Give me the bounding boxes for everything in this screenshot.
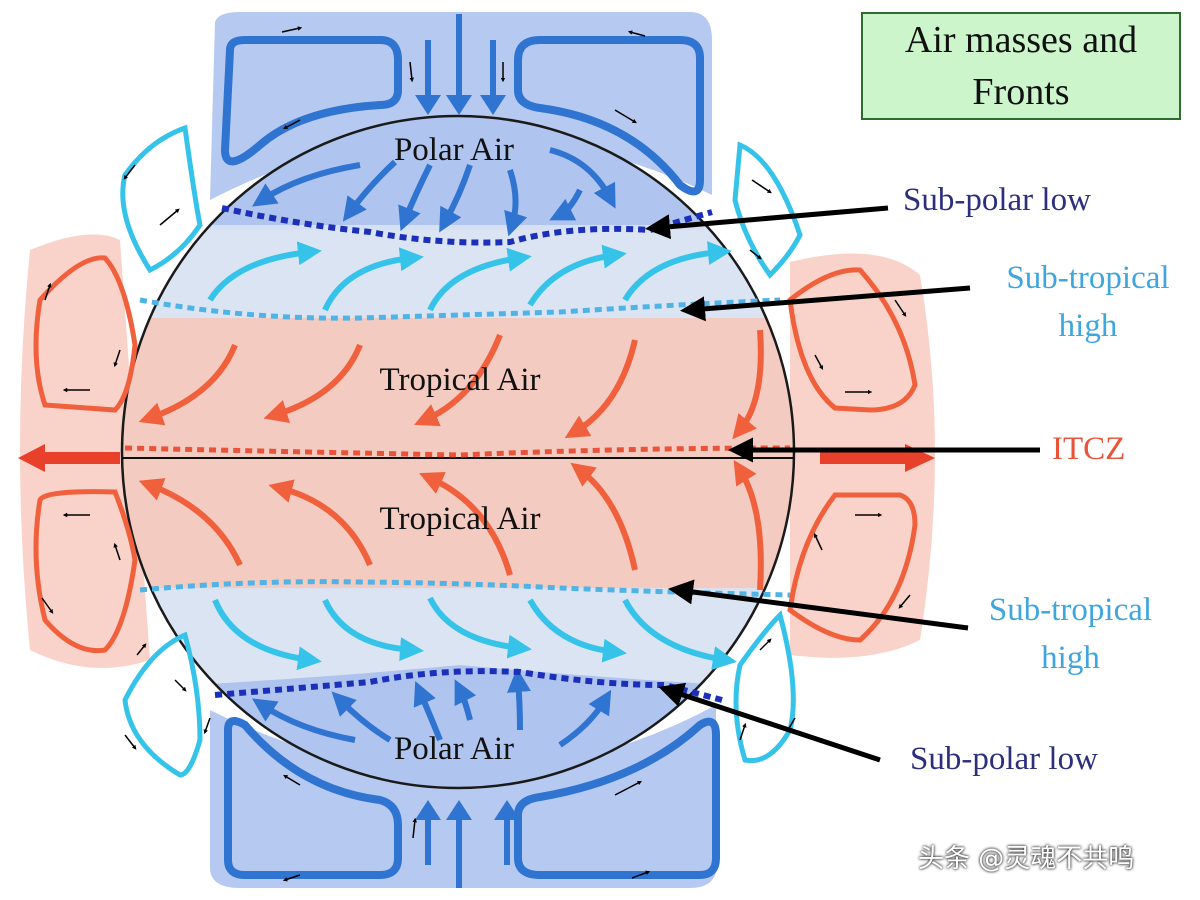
polar-winds-top [251, 147, 616, 237]
front-subtropical-north [139, 297, 781, 321]
hadley-cell-top-right [787, 267, 918, 413]
label-subtropical-high-north: Sub-tropical high [988, 254, 1188, 350]
pointer-subtropical-south [668, 579, 969, 631]
ferrel-cell-top-left [120, 124, 203, 274]
pointer-subpolar-north [645, 205, 889, 240]
polar-cell-bottom-left-loop [224, 717, 402, 879]
label-subtropical-high-south-line1: Sub-tropical [988, 592, 1153, 628]
front-subpolar-north [221, 205, 713, 246]
label-subtropical-high-south-line2: high [1041, 640, 1100, 676]
front-subpolar-south [214, 668, 723, 703]
hadley-cell-bottom-left [33, 489, 138, 654]
cell-flow-ticks [41, 26, 911, 882]
label-subpolar-low-north: Sub-polar low [903, 182, 1091, 218]
label-south-polar-air: Polar Air [393, 731, 515, 767]
diagram-title-line2: Fronts [972, 71, 1070, 113]
label-north-polar-air: Polar Air [393, 132, 515, 168]
polar-winds-bottom [251, 668, 612, 748]
label-subtropical-high-north-line1: Sub-tropical [1006, 260, 1170, 296]
ferrel-cell-bottom-left [122, 631, 203, 778]
ferrel-cell-top-right [732, 141, 803, 279]
ferrel-cell-bottom-right [733, 610, 796, 764]
polar-cell-top-left-loop [220, 36, 402, 166]
label-subpolar-low-south: Sub-polar low [910, 741, 1098, 777]
watermark-text: 头条 @灵魂不共鸣 [918, 844, 1135, 874]
polar-cell-top [220, 36, 704, 196]
label-subtropical-high-south: Sub-tropical high [968, 586, 1173, 682]
label-subtropical-high-north-line2: high [1058, 308, 1118, 344]
label-north-tropical-air: Tropical Air [379, 362, 541, 398]
polar-descent-arrows-top [415, 14, 506, 115]
polar-cell-bottom [224, 717, 720, 879]
hadley-cell-bottom-right [787, 492, 918, 643]
polar-cell-top-right-loop [514, 36, 704, 196]
label-south-tropical-air: Tropical Air [379, 501, 541, 537]
diagram-title-box: Air masses and Fronts [861, 12, 1181, 120]
westerlies-bottom [212, 596, 737, 671]
tropical-cell-bg-left [20, 234, 150, 668]
polar-ascent-arrows-bottom [415, 800, 520, 888]
pointer-subtropical-north [680, 285, 971, 322]
hadley-cell-top-left [33, 255, 138, 413]
polar-cell-bg-bottom [210, 705, 716, 888]
trade-winds-north [138, 329, 764, 440]
polar-cell-bottom-right-loop [514, 717, 720, 879]
label-itcz: ITCZ [1052, 431, 1126, 467]
front-itcz [124, 445, 791, 458]
ferrel-cells [120, 124, 803, 778]
trade-winds-south [138, 459, 764, 591]
westerlies-top [207, 241, 732, 312]
diagram-title-line1: Air masses and [904, 19, 1138, 61]
label-pointers [645, 205, 1040, 763]
pointer-subpolar-south [658, 682, 881, 763]
hadley-cells [33, 255, 918, 654]
